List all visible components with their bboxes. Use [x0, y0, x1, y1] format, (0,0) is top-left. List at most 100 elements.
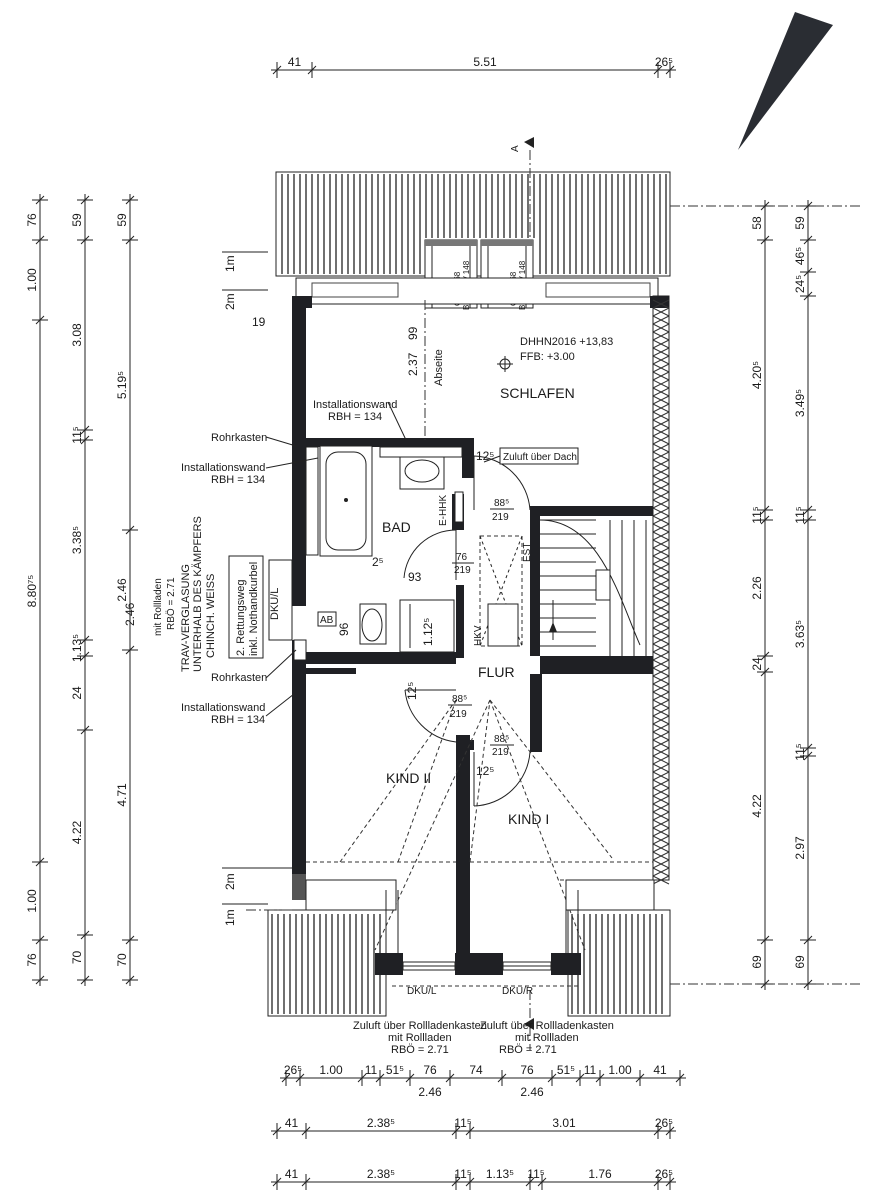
- toilet: [359, 603, 387, 645]
- install-wall-mid-2: RBH = 134: [211, 474, 265, 486]
- est-label: EST: [522, 543, 533, 562]
- dim-bottom-2-4: 26⁵: [655, 1116, 673, 1130]
- dim-bottom-2-3: 3.01: [552, 1116, 576, 1130]
- room-flur: FLUR: [478, 664, 515, 680]
- dim-bottom-3-1: 2.38⁵: [367, 1167, 395, 1181]
- dim-93: 93: [408, 570, 422, 584]
- svg-text:88⁵: 88⁵: [494, 734, 509, 745]
- dim-bottom-3-0: 41: [285, 1167, 299, 1181]
- sink: [379, 446, 463, 490]
- dim-right-inner-4: 11⁵: [793, 506, 807, 523]
- dim-right-inner-8: 69: [793, 955, 807, 969]
- zuluft-rolladen-left-1: Zuluft über Rollladenkasten: [353, 1020, 487, 1032]
- svg-text:219: 219: [492, 512, 509, 523]
- dim-left-mid-5: 24: [70, 686, 84, 700]
- dim-bottom-1-7: 51⁵: [557, 1063, 575, 1077]
- dim-top-2: 26⁵: [655, 55, 673, 69]
- rettung-label-1: 2. Rettungsweg: [235, 580, 247, 656]
- dim-top-0: 41: [288, 55, 302, 69]
- dim-right-outer-6: 69: [750, 955, 764, 969]
- dim-96: 96: [337, 622, 351, 636]
- dim-right-outer-2: 11⁵: [750, 506, 764, 523]
- dku-l-side-label: DKU/L: [269, 588, 281, 620]
- dim-bottom-1-5: 74: [469, 1063, 483, 1077]
- dim-left-mid-2: 11⁵: [70, 426, 84, 443]
- svg-text:2m: 2m: [223, 873, 237, 890]
- room-bad: BAD: [382, 519, 411, 535]
- hkv-label: HKV: [473, 625, 484, 646]
- rohrkasten-label-2: Rohrkasten: [211, 672, 267, 684]
- zuluft-rolladen-left-2: mit Rollladen: [388, 1032, 452, 1044]
- dim-left-outer-2: 8.80⁷⁵: [25, 575, 39, 608]
- dim-bottom-3-2: 11⁵: [454, 1167, 471, 1181]
- height-markers: 1m 2m 2m 1m: [222, 251, 300, 926]
- dim-right-inner-1: 46⁵: [793, 247, 807, 265]
- dim-left-mid-7: 70: [70, 951, 84, 965]
- dku-r-label: DKU/R: [502, 986, 533, 997]
- dim-bottom-1-8: 11: [584, 1063, 597, 1077]
- ffb-label: FFB: +3.00: [520, 351, 575, 363]
- roof-bottom: [267, 909, 671, 1017]
- north-arrow-icon: [738, 12, 833, 150]
- dim-right-inner-7: 2.97: [793, 836, 807, 860]
- dim-19: 19: [252, 315, 266, 329]
- room-kind1: KIND I: [508, 811, 549, 827]
- dim-left-inner-0: 59: [115, 213, 129, 227]
- svg-text:219: 219: [492, 747, 509, 758]
- install-wall-bot-2: RBH = 134: [211, 714, 265, 726]
- zuluft-rolladen-right-3: RBÖ = 2.71: [499, 1044, 557, 1056]
- dim-right-inner-2: 24⁵: [793, 275, 807, 293]
- dim-left-mid-4: 1.13⁵: [70, 634, 84, 662]
- dim-99: 99: [406, 326, 420, 340]
- mit-rolladen-left: mit Rollladen: [153, 578, 164, 636]
- dim-bottom-3-5: 1.76: [588, 1167, 612, 1181]
- rettung-label-2: inkl. Nothandkurbel: [248, 562, 260, 656]
- rohrkasten-label-1: Rohrkasten: [211, 432, 267, 444]
- dim-right-inner-3: 3.49⁵: [793, 389, 807, 417]
- dim-bottom-1-6: 76: [520, 1063, 534, 1077]
- dim-bottom-1-4: 76: [423, 1063, 437, 1077]
- dim-right-outer-4: 24: [750, 657, 764, 671]
- ehhk-label: E-HHK: [438, 495, 449, 526]
- svg-text:1m: 1m: [223, 909, 237, 926]
- dim-125b: 12⁵: [405, 682, 419, 700]
- svg-text:88⁵: 88⁵: [452, 694, 467, 705]
- door-labels: 88⁵ 219 76 219 88⁵ 219 88⁵ 219: [448, 498, 514, 758]
- dim-left-outer-1: 1.00: [25, 268, 39, 292]
- dim-right-inner-5: 3.63⁵: [793, 620, 807, 648]
- install-wall-mid-1: Installationswand: [181, 462, 265, 474]
- zuluft-dach-label: Zuluft über Dach: [503, 452, 577, 463]
- dim-1125: 1.12⁵: [421, 618, 435, 646]
- dim-bottom-2-2: 11⁵: [454, 1116, 471, 1130]
- dim-bottom-3-3: 1.13⁵: [486, 1167, 514, 1181]
- dim-left-outer-0: 76: [25, 213, 39, 227]
- dim-bottom-2-1: 2.38⁵: [367, 1116, 395, 1130]
- ab-label: AB: [320, 615, 334, 626]
- dim-right-inner-0: 59: [793, 216, 807, 230]
- trav-label-2: UNTERHALB DES KÄMPFERS: [192, 516, 204, 672]
- dim-bottom-1-9: 1.00: [608, 1063, 632, 1077]
- dim-left-inner-2: 2.46: [115, 578, 129, 602]
- abseite-label: Abseite: [433, 349, 445, 386]
- install-wall-top-1: Installationswand: [313, 399, 397, 411]
- dim-left-mid-6: 4.22: [70, 820, 84, 844]
- svg-text:2m: 2m: [223, 293, 237, 310]
- dim-bottom-1-10: 41: [653, 1063, 667, 1077]
- dim-left-mid-0: 59: [70, 213, 84, 227]
- dim-bottom-1b-1: 2.46: [520, 1085, 544, 1099]
- dim-bottom-2-0: 41: [285, 1116, 299, 1130]
- svg-text:1m: 1m: [223, 255, 237, 272]
- door-swings: [403, 455, 531, 807]
- dim-bottom-1-0: 26⁵: [284, 1063, 302, 1077]
- dim-237: 2.37: [406, 352, 420, 376]
- dim-125a: 12⁵: [476, 449, 494, 463]
- svg-text:88⁵: 88⁵: [494, 498, 509, 509]
- bathtub: [319, 445, 373, 557]
- dim-left-mid-3: 3.38⁵: [70, 526, 84, 554]
- trav-label-1: TRAV-VERGLASUNG: [180, 564, 192, 672]
- dim-right-inner-6: 11⁵: [793, 743, 807, 760]
- level-marker: [497, 356, 513, 372]
- dim-left-mid-1: 3.08: [70, 323, 84, 347]
